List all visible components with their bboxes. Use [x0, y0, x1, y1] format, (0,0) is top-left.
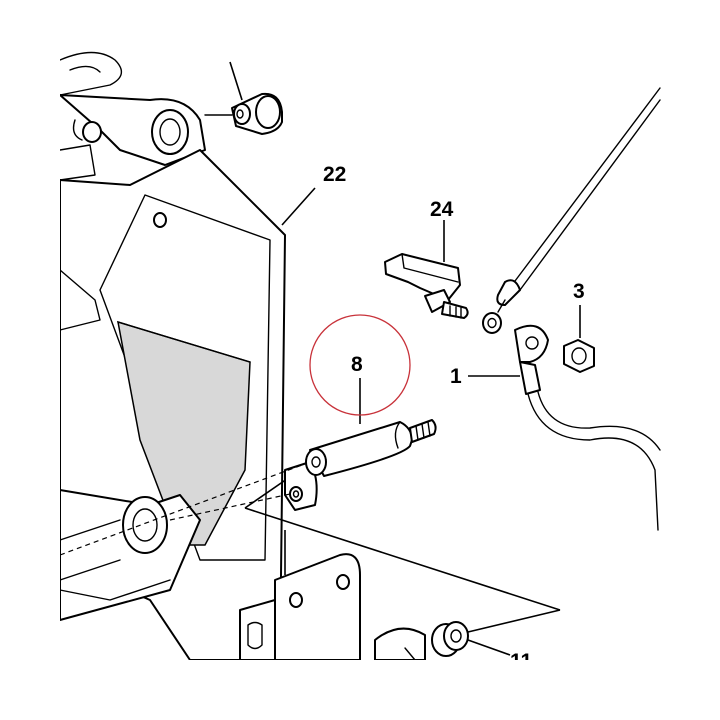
callout-22: 22	[323, 163, 346, 186]
leader-22	[281, 187, 316, 226]
callout-3: 3	[573, 280, 585, 303]
callout-24: 24	[430, 198, 454, 221]
bottom-crop-mask	[0, 660, 720, 720]
callout-highlight-circle	[309, 314, 411, 416]
upper-pivot-bolt	[204, 61, 283, 135]
lower-mount-plate	[239, 469, 561, 661]
cable-clip	[384, 220, 469, 319]
hex-nut	[563, 305, 595, 373]
standoff-boss	[284, 461, 318, 575]
lower-nut	[431, 609, 561, 657]
left-crop-mask	[0, 0, 60, 720]
standoff-spacer	[305, 419, 437, 477]
frame-bracket	[59, 51, 286, 661]
callout-8: 8	[351, 353, 363, 376]
assembly-line-lower	[169, 493, 291, 521]
callout-1: 1	[450, 365, 462, 388]
ground-cable	[482, 87, 661, 531]
